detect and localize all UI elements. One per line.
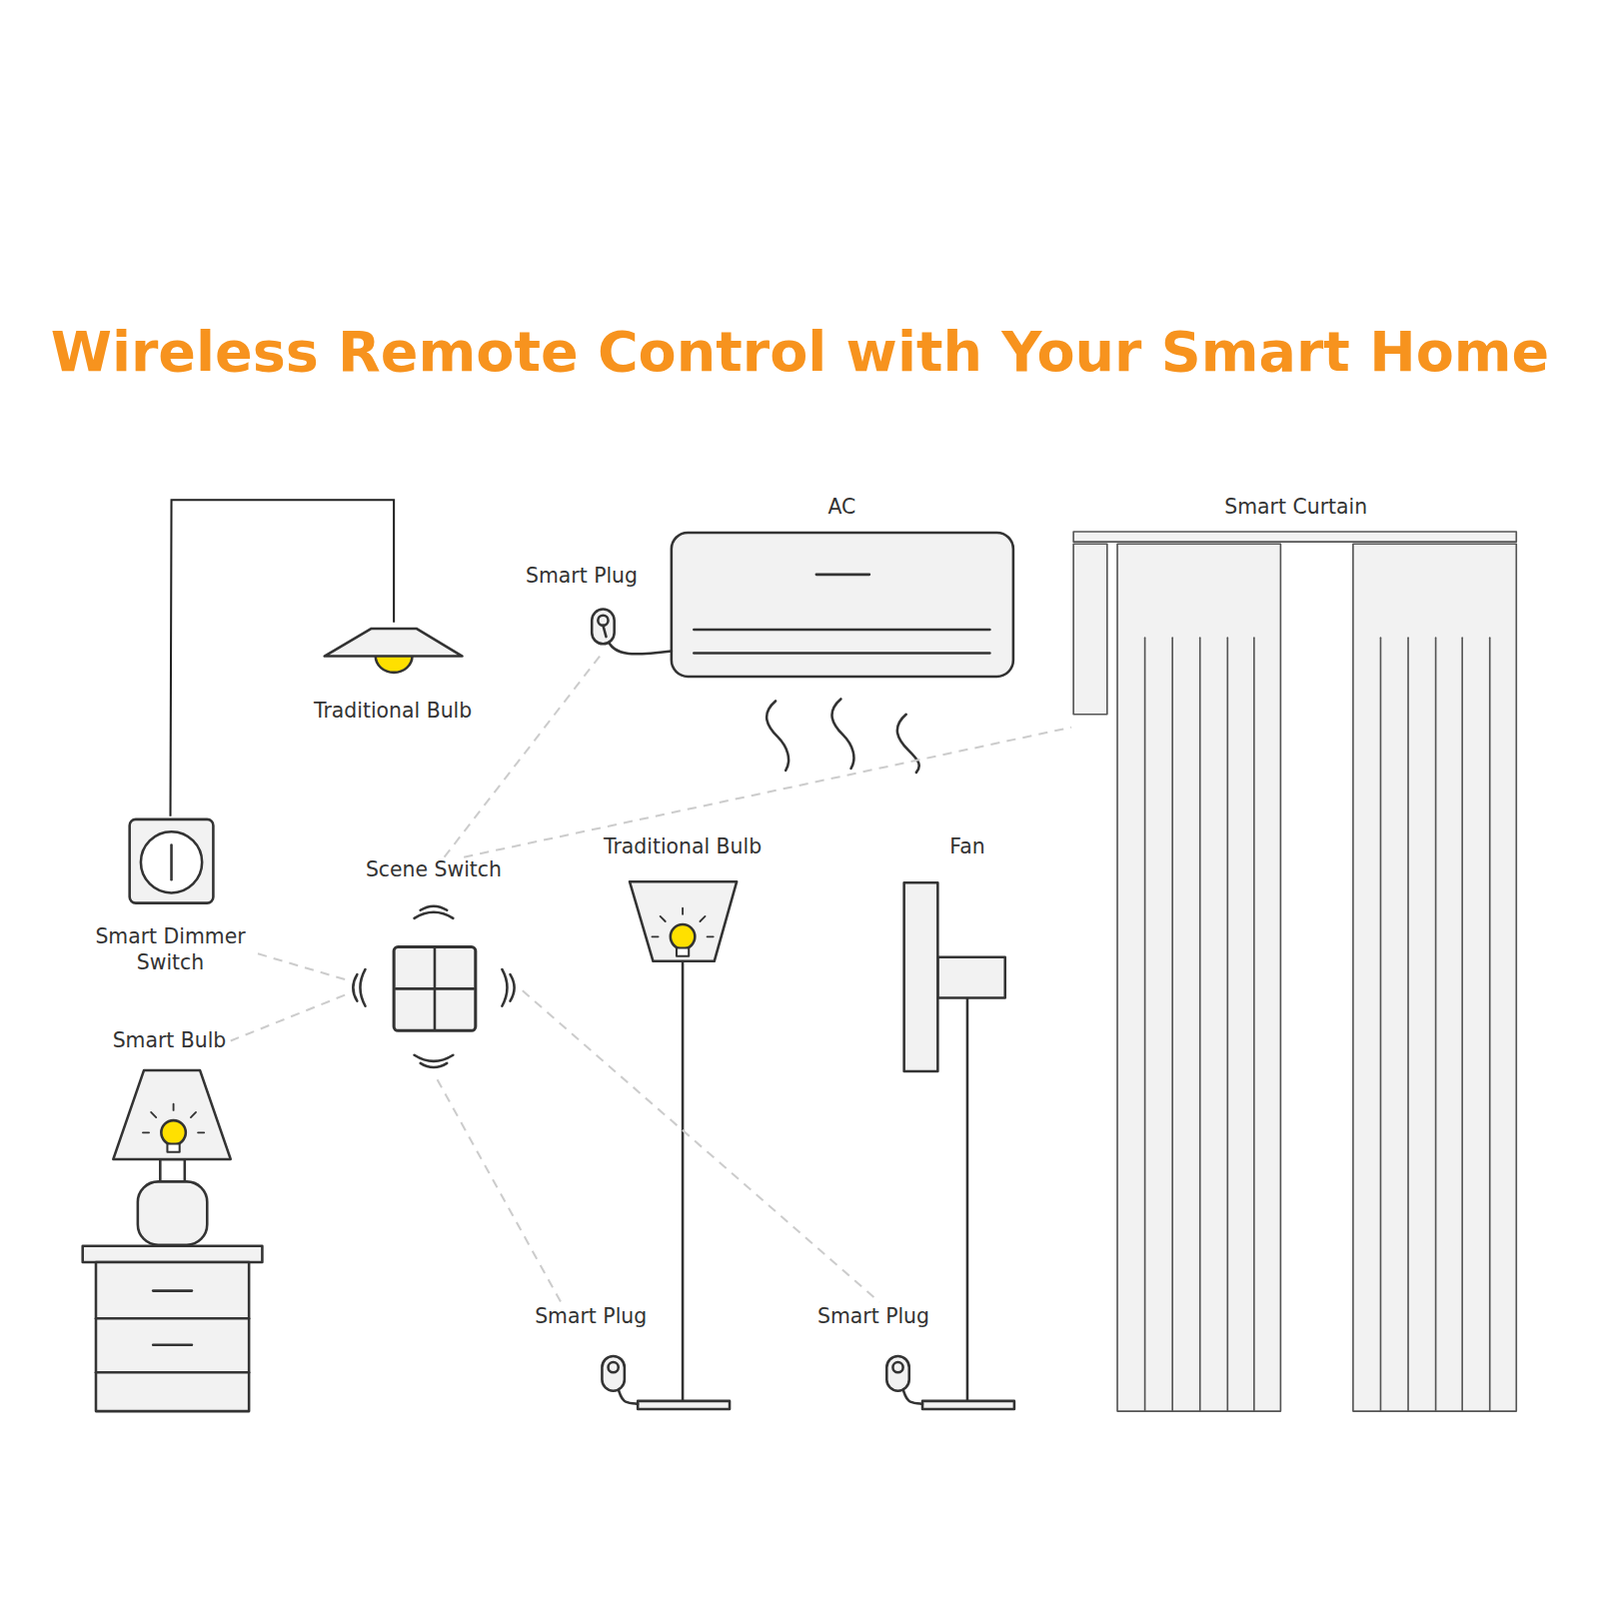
device-label: Smart Plug [534, 1304, 647, 1331]
device-node: Traditional Bulb [595, 831, 770, 863]
fan-base [922, 1401, 1015, 1410]
plug-hole [608, 1362, 619, 1373]
bulb [160, 1120, 186, 1146]
fan-pole [966, 998, 970, 1402]
fan-blade [904, 882, 939, 1072]
device-node: Scene Switch [344, 857, 523, 1081]
signal-wave [352, 969, 365, 1007]
device-label: Fan [949, 834, 985, 861]
nightstand-top [82, 1246, 263, 1263]
curtain-fold [1253, 637, 1256, 1412]
bulb-base [676, 948, 689, 957]
wireless-link [230, 995, 345, 1042]
device-node: Traditional Bulb [305, 622, 480, 725]
curtain-fold [1144, 637, 1147, 1412]
wireless-link [522, 990, 880, 1303]
device-label: Smart Plug [817, 1304, 930, 1331]
device-node: Smart Plug [813, 1302, 934, 1334]
dimmer-switch [129, 819, 214, 904]
device-label: Smart Curtain [1224, 494, 1368, 521]
drawer-handle [152, 1289, 192, 1293]
curtain-fold [1461, 637, 1464, 1412]
curtain-folds [1145, 637, 1491, 1412]
drawer-handle [152, 1343, 192, 1347]
air-wave [831, 698, 854, 768]
wireless-link [444, 652, 603, 857]
bulb-base [166, 1144, 179, 1153]
bulb [670, 924, 696, 950]
device-node: Fan [916, 831, 1019, 863]
device-label: AC [827, 494, 856, 521]
scene-switch-icon [393, 947, 476, 1032]
smart-plug-icon [591, 609, 614, 645]
curtain-fold [1199, 637, 1202, 1412]
lamp-body [137, 1181, 207, 1245]
fan-motor [937, 957, 1005, 999]
dimmer-knob [140, 831, 202, 893]
device-node: Smart Plug [530, 1302, 651, 1334]
lamp-shade [629, 881, 737, 962]
bulb [375, 656, 413, 673]
device-label: Smart Bulb [112, 1028, 227, 1055]
curtain-fold [1227, 637, 1230, 1412]
ac-line [693, 651, 990, 655]
device-label: Traditional Bulb [313, 698, 472, 725]
wireless-link [250, 951, 345, 980]
curtain-rail [1073, 531, 1517, 542]
plug-hole [597, 615, 608, 626]
curtain-fold [1171, 637, 1174, 1412]
device-node: Smart Bulb [107, 1025, 231, 1057]
drawer-line [95, 1317, 249, 1321]
lamp-shade [324, 628, 463, 657]
wireless-link [437, 1079, 562, 1303]
air-wave [766, 700, 789, 770]
lamp-pole [681, 961, 685, 1402]
device-label: Smart Plug [525, 563, 638, 590]
switch-split [395, 987, 474, 991]
device-label: Smart Dimmer Switch [93, 924, 247, 976]
nightstand [95, 1262, 249, 1412]
smart-plug-icon [886, 1356, 909, 1392]
curtain-panel [1353, 543, 1517, 1412]
lamp-shade [112, 1070, 230, 1160]
curtain-fold [1489, 637, 1492, 1412]
curtain-motor [1073, 543, 1108, 715]
device-node: Smart Dimmer Switch [89, 816, 251, 976]
device-node: Smart Curtain [1071, 494, 1521, 1414]
curtain-fold [1435, 637, 1438, 1412]
bulb-rays [142, 1104, 204, 1134]
plug-mark [602, 625, 606, 637]
wire [170, 499, 395, 817]
ac-unit [671, 532, 1014, 677]
plug-cord [607, 637, 672, 654]
device-label: Scene Switch [365, 857, 502, 884]
drawer-line [95, 1371, 249, 1375]
dimmer-mark [169, 844, 173, 880]
curtain-panel [1117, 543, 1281, 1412]
curtain-fold [1380, 637, 1383, 1412]
plug-hole [892, 1362, 903, 1373]
lamp-base [637, 1401, 730, 1410]
ac-line [816, 573, 870, 577]
device-node: Smart Plug [521, 563, 642, 654]
signal-wave [414, 1055, 454, 1068]
bulb-rays [651, 908, 713, 938]
curtain-fold [1407, 637, 1410, 1412]
smart-plug-icon [601, 1356, 624, 1392]
ac-line [693, 628, 990, 632]
signal-wave [414, 906, 454, 919]
lamp-neck [159, 1159, 185, 1185]
device-node: AC [668, 494, 1016, 679]
title: Wireless Remote Control with Your Smart … [0, 318, 1600, 384]
device-label: Traditional Bulb [603, 834, 762, 861]
signal-wave [501, 969, 514, 1007]
